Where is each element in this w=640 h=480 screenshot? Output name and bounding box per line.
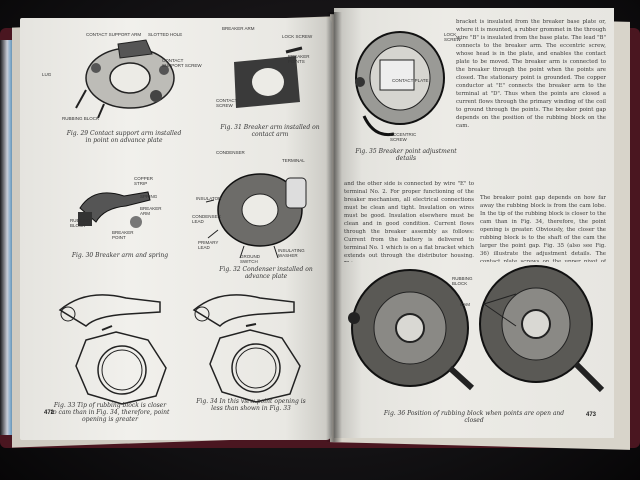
fig35-label-1: ECCENTRIC SCREW (390, 132, 417, 142)
fig32-caption: Fig. 32 Condenser installed on advance p… (219, 266, 313, 280)
fig30-label-3: RUBBING BLOCK (70, 218, 91, 228)
fig36-label-0: RUBBING BLOCK (452, 276, 473, 286)
fig29-illustration (75, 39, 175, 119)
fig31-caption: Fig. 31 Breaker arm installed on contact… (220, 124, 320, 138)
right-text-top-para: bracket is insulated from the breaker ba… (456, 19, 606, 129)
right-text-left-col: and the other side is connected by wire … (344, 180, 474, 262)
fig30-illustration (78, 191, 151, 228)
fig32-illustration (205, 173, 307, 259)
fig31-label-0: BREAKER ARM (222, 26, 255, 31)
fig35-label-0: CONTACT PLATE (392, 78, 429, 83)
fig30-label-2: BREAKER ARM (140, 206, 162, 216)
right-text-left-para: and the other side is connected by wire … (344, 181, 474, 262)
fig32-label-1: TERMINAL (282, 158, 305, 163)
fig29-caption: Fig. 29 Contact support arm installed in… (66, 130, 182, 144)
fig33-caption: Fig. 33 Tip of rubbing block is closer t… (50, 402, 170, 423)
fig32-label-3: CONDENSER LEAD (192, 214, 221, 224)
fig30-caption: Fig. 30 Breaker arm and spring (71, 252, 169, 259)
fig31-label-1: LOCK SCREW (282, 34, 313, 39)
fig29-label-2: CONTACT SUPPORT SCREW (162, 58, 202, 68)
fig35-label-2: LOCK SCREW (444, 32, 461, 42)
fig29-label-3: LUG (42, 72, 52, 77)
fig30-label-1: SPRING (140, 194, 158, 199)
fig30-label-4: BREAKER POINT (112, 230, 134, 240)
left-page: CONTACT SUPPORT ARM SLOTTED HOLE CONTACT… (20, 18, 332, 440)
fig34-caption: Fig. 34 In this view point opening is le… (196, 398, 306, 412)
fig32-label-2: INSULATOR (196, 196, 222, 201)
right-text-top: bracket is insulated from the breaker ba… (456, 18, 606, 194)
fig32-label-0: CONDENSER (216, 150, 245, 155)
fig36-caption: Fig. 36 Position of rubbing block when p… (383, 410, 565, 424)
right-page: CONTACT PLATE ECCENTRIC SCREW LOCK SCREW… (334, 8, 614, 438)
fig29-label-0: CONTACT SUPPORT ARM (86, 32, 142, 37)
fig29-label-4: RUBBING BLOCK (62, 116, 100, 121)
fig32-label-5: GROUND SWITCH (240, 254, 260, 264)
fig31-label-2: BREAKER POINTS (288, 54, 310, 64)
fig36-label-1: CAM (460, 302, 470, 307)
fig32-label-4: PRIMARY LEAD (198, 240, 219, 250)
fig32-label-6: INSULATING WASHER (278, 248, 305, 258)
left-page-number: 472 (44, 410, 55, 416)
fig35-illustration (355, 31, 445, 137)
fig29-label-1: SLOTTED HOLE (148, 32, 183, 37)
fig33-illustration (58, 294, 167, 405)
fig36-illustration (348, 265, 605, 393)
fig31-illustration (234, 46, 303, 108)
right-text-mid: The breaker point gap depends on how far… (480, 194, 606, 262)
fig30-label-0: COPPER STRIP (134, 176, 154, 186)
right-page-number: 473 (586, 412, 597, 418)
fig34-illustration (192, 294, 301, 403)
book-gutter-shadow (326, 12, 342, 442)
right-text-mid-para: The breaker point gap depends on how far… (480, 195, 606, 262)
fig31-label-3: CONTACT SCREW (216, 98, 238, 108)
fig35-caption: Fig. 35 Breaker point adjustment details (355, 148, 457, 162)
